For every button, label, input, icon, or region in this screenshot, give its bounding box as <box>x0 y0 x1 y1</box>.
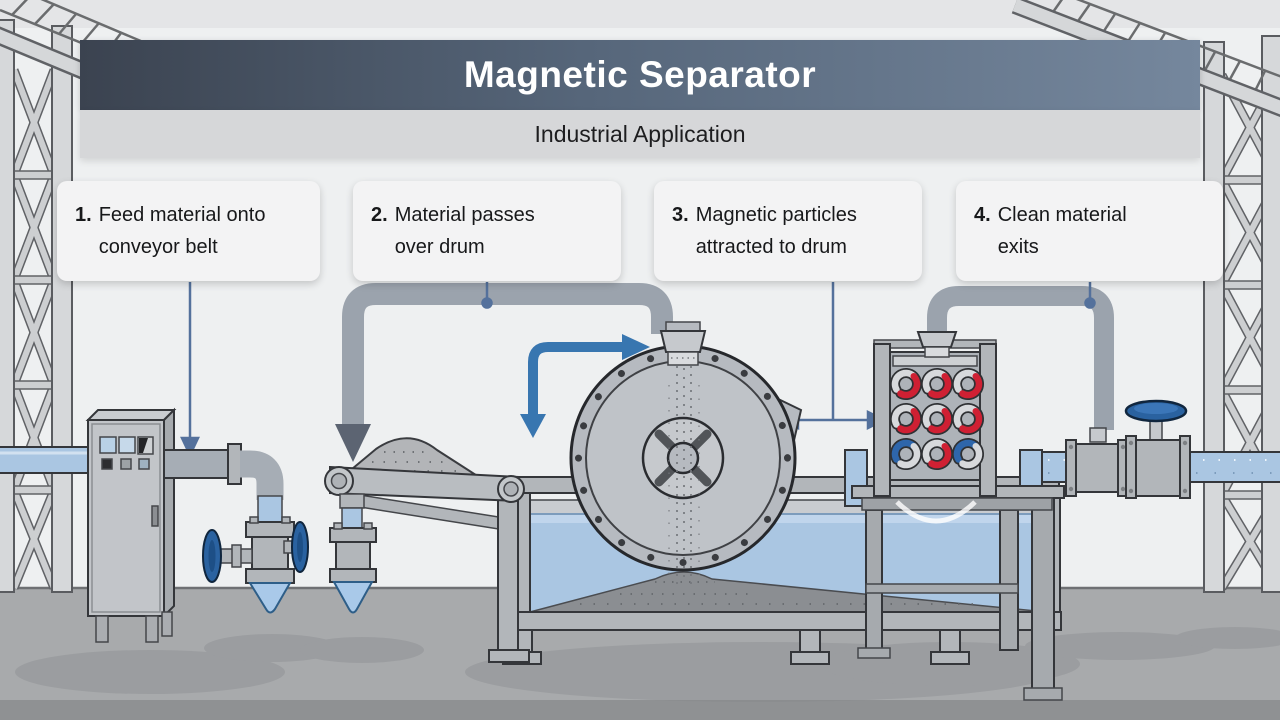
control-cabinet <box>85 407 177 643</box>
step-text-line: Feed material onto <box>98 204 266 226</box>
indicator-lights <box>99 436 154 470</box>
step-number: 4. <box>974 204 991 226</box>
sediment-pile <box>529 571 1047 613</box>
step-card-4: 4. Clean material exits <box>956 181 1223 281</box>
transfer-pipe <box>927 286 1114 430</box>
panel-top-fitting <box>916 331 958 358</box>
outlet-valve-1 <box>1065 427 1129 497</box>
step-card-2: 2. Material passes over drum <box>353 181 621 281</box>
floor-shadows <box>15 627 1280 702</box>
step-text-line: conveyor belt <box>98 236 218 258</box>
page-subtitle: Industrial Application <box>534 121 746 147</box>
magnet-grid-panel <box>873 331 997 497</box>
flow-arrow <box>520 334 650 438</box>
step-text-line: Material passes <box>394 204 535 226</box>
magnet-stand-table <box>851 485 1065 701</box>
feed-arrow-down <box>335 424 371 462</box>
outlet-piping <box>1041 399 1280 499</box>
step-text-line: over drum <box>394 236 485 258</box>
step-number: 2. <box>371 204 388 226</box>
page-title: Magnetic Separator <box>463 54 817 95</box>
handwheel-left <box>202 529 253 583</box>
step-number: 3. <box>672 204 689 226</box>
cabinet-handle <box>151 505 159 527</box>
magnet-grid-assembly <box>844 331 1065 701</box>
feed-pipe <box>335 283 673 462</box>
step-text-line: Magnetic particles <box>695 204 857 226</box>
step-number: 1. <box>75 204 92 226</box>
step-text-line: attracted to drum <box>695 236 847 258</box>
floor <box>0 586 1280 720</box>
subtitle-strip: Industrial Application <box>80 110 1200 158</box>
particle-stream <box>668 366 700 584</box>
connector-step-4 <box>1084 282 1096 309</box>
step-card-1: 1. Feed material onto conveyor belt <box>57 181 320 281</box>
material-pile <box>349 437 483 479</box>
drum-top-fitting <box>659 321 707 366</box>
step-text-line: exits <box>997 236 1039 258</box>
feed-drain-valve <box>163 443 309 614</box>
drum-hub <box>641 416 725 500</box>
title-banner: Magnetic Separator <box>80 40 1200 110</box>
connector-step-2 <box>481 282 493 309</box>
inlet-pipe <box>0 446 92 474</box>
connector-step-1 <box>180 282 200 458</box>
conveyor-belt <box>324 437 530 663</box>
step-card-3: 3. Magnetic particles attracted to drum <box>654 181 922 281</box>
outlet-valve-2 <box>1124 399 1191 499</box>
conveyor-drain-valve <box>329 493 377 614</box>
handwheel-right <box>283 521 309 573</box>
step-text-line: Clean material <box>997 204 1127 226</box>
separator-drum <box>569 321 803 584</box>
